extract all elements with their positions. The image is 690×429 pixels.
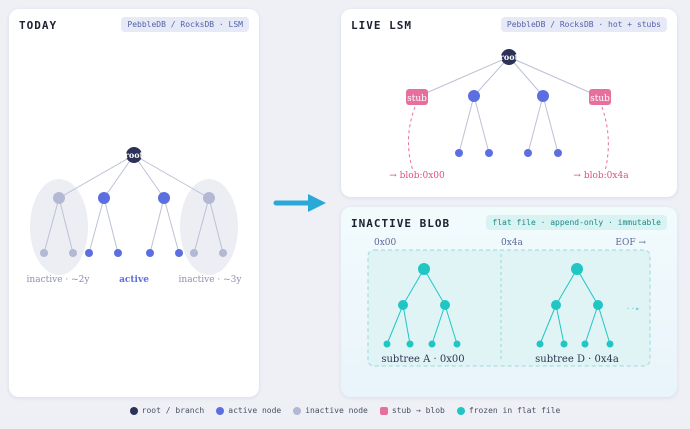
today-inactive-leaf xyxy=(219,249,227,257)
subtree-d-label: subtree D · 0x4a xyxy=(535,354,619,365)
legend-label: inactive node xyxy=(305,406,368,415)
blob-pointer-right: → blob:0x4a xyxy=(573,171,629,181)
today-inactive-leaf xyxy=(190,249,198,257)
frozen-root-d xyxy=(571,263,583,275)
live-active-leaf xyxy=(524,149,532,157)
frozen-root-a xyxy=(418,263,430,275)
legend-swatch-stub xyxy=(379,406,388,415)
today-panel: TODAY PebbleDB / RocksDB · LSM root xyxy=(9,9,259,397)
transition-arrow-head xyxy=(308,194,326,212)
legend-item-stub: stub → blob xyxy=(379,406,445,415)
frozen-leaf xyxy=(453,340,461,348)
frozen-leaf xyxy=(383,340,391,348)
live-root-label: root xyxy=(500,52,519,62)
stub-node-left xyxy=(406,89,428,105)
stub-node-right xyxy=(589,89,611,105)
frozen-node xyxy=(440,300,450,310)
frozen-leaf xyxy=(560,340,568,348)
frozen-node xyxy=(593,300,603,310)
today-active-leaf xyxy=(146,249,154,257)
today-active-leaf xyxy=(175,249,183,257)
today-root-node xyxy=(126,147,142,163)
legend-swatch-frozen xyxy=(456,406,465,415)
legend-item-frozen: frozen in flat file xyxy=(456,406,561,415)
blob-pill: flat file · append-only · immutable xyxy=(486,215,667,230)
frozen-node xyxy=(551,300,561,310)
legend-label: active node xyxy=(228,406,282,415)
legend-item-inactive: inactive node xyxy=(293,406,368,415)
blob-file: 0x00 0x4a EOF → xyxy=(367,238,651,367)
today-label-inactive-right: inactive · ~3y xyxy=(179,275,243,285)
today-inactive-branch-left xyxy=(53,192,65,204)
live-root-node xyxy=(501,49,517,65)
today-active-leaf xyxy=(85,249,93,257)
inactive-blob-panel: INACTIVE BLOB flat file · append-only · … xyxy=(341,207,677,397)
today-label-inactive-left: inactive · ~2y xyxy=(27,275,91,285)
today-label-active: active xyxy=(119,275,149,285)
today-active-leaf xyxy=(114,249,122,257)
today-inactive-leaf xyxy=(40,249,48,257)
today-root-label: root xyxy=(125,150,144,160)
frozen-leaf xyxy=(606,340,614,348)
blob-title: INACTIVE BLOB xyxy=(351,217,451,230)
blob-pointer-left: → blob:0x00 xyxy=(389,171,445,181)
legend-label: root / branch xyxy=(141,406,205,415)
today-pill: PebbleDB / RocksDB · LSM xyxy=(121,17,249,32)
today-title: TODAY xyxy=(19,19,58,32)
stub-label-left: stub xyxy=(407,94,427,104)
frozen-leaf xyxy=(406,340,414,348)
legend-swatch-active xyxy=(216,406,225,415)
live-active-leaf xyxy=(455,149,463,157)
live-active-branch xyxy=(468,90,480,102)
live-active-leaf xyxy=(485,149,493,157)
legend-label: stub → blob xyxy=(391,406,445,415)
legend-item-root: root / branch xyxy=(129,406,205,415)
frozen-leaf xyxy=(581,340,589,348)
frozen-node xyxy=(398,300,408,310)
offset-end: EOF → xyxy=(615,238,646,248)
live-active-branch xyxy=(537,90,549,102)
live-pill: PebbleDB / RocksDB · hot + stubs xyxy=(500,17,667,32)
offset-start: 0x00 xyxy=(374,238,397,248)
legend: root / branch active node inactive node … xyxy=(0,406,690,415)
legend-swatch-root xyxy=(129,406,138,415)
live-tree: root stub stub → blob:0x00 → blob:0x4a xyxy=(389,49,629,181)
live-title: LIVE LSM xyxy=(351,19,412,32)
flat-file-region xyxy=(367,249,651,367)
today-tree: root inactive · ~2y active inactive · ~3… xyxy=(27,147,243,285)
live-lsm-panel: LIVE LSM PebbleDB / RocksDB · hot + stub… xyxy=(341,9,677,197)
today-inactive-leaf xyxy=(69,249,77,257)
more-subtrees-indicator: ··▸ xyxy=(626,304,640,313)
live-active-leaf xyxy=(554,149,562,157)
today-inactive-branch-right xyxy=(203,192,215,204)
stub-link-left xyxy=(407,106,416,172)
frozen-leaf xyxy=(536,340,544,348)
legend-item-active: active node xyxy=(216,406,281,415)
offset-mid: 0x4a xyxy=(501,238,524,248)
legend-swatch-inactive xyxy=(293,406,302,415)
stub-label-right: stub xyxy=(590,94,610,104)
stub-link-right xyxy=(601,106,609,172)
subtree-a-label: subtree A · 0x00 xyxy=(381,354,464,365)
legend-label: frozen in flat file xyxy=(468,406,561,415)
today-active-branch-right xyxy=(158,192,170,204)
frozen-leaf xyxy=(428,340,436,348)
today-active-branch-left xyxy=(98,192,110,204)
